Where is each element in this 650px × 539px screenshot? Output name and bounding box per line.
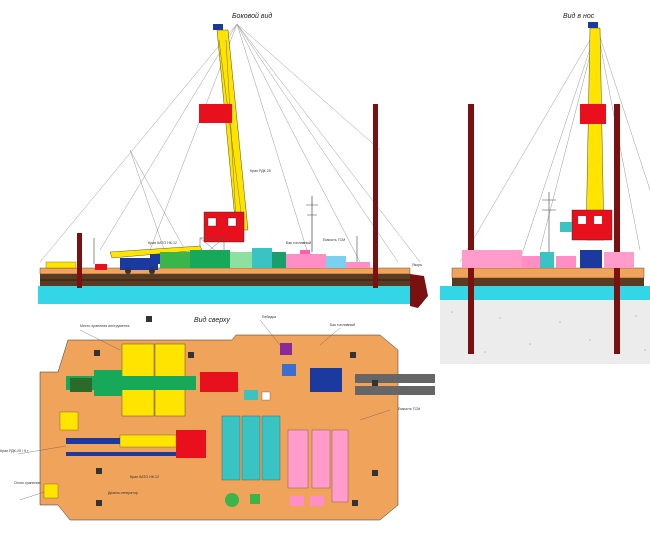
bow-pink-tank — [462, 250, 522, 268]
bottom-red-block — [176, 430, 206, 458]
top-label-0: Место хранения инструмента — [80, 324, 129, 328]
pink-tank-2 — [311, 429, 331, 489]
bow-anchor — [410, 274, 428, 308]
green-reel — [225, 493, 239, 507]
cyan-tank-2 — [241, 415, 261, 481]
top-label-3: Бак топливный — [330, 323, 355, 327]
top-label-1: Кран РДК-25 / 9 т — [0, 449, 29, 453]
bow-water — [440, 286, 650, 300]
bow-truck — [580, 250, 602, 268]
bow-counterweight — [580, 104, 606, 124]
top-annotations: Место хранения инструмента Кран РДК-25 /… — [0, 315, 420, 501]
red-crane-block — [200, 372, 238, 392]
pink-tank-1 — [287, 429, 309, 489]
crane-cab — [203, 211, 245, 243]
water — [38, 286, 422, 304]
side-deck-equipment: Бак топливный Емкость ГСМ Якорь — [45, 196, 422, 269]
truck-body — [120, 258, 158, 270]
bow-pile-left — [468, 104, 474, 354]
crane-tower: Кран РДК 25 — [199, 24, 271, 259]
bow-view: Вид в нос — [440, 12, 650, 364]
side-label-gsm: Емкость ГСМ — [323, 238, 345, 242]
top-label-6: Отсек хранения — [14, 481, 41, 485]
pile-left — [77, 233, 82, 288]
top-label-2: Лебедка — [262, 315, 276, 319]
counterweight-block — [199, 104, 232, 123]
track-upper — [355, 374, 435, 383]
pink-tank-3 — [331, 429, 349, 503]
cyan-tank-3 — [261, 415, 281, 481]
crane-tower-label: Кран РДК 25 — [250, 169, 271, 173]
truck-crane-label: Кран КАТО НК-12 — [148, 241, 177, 245]
side-view-title: Боковой вид — [232, 12, 272, 20]
track-lower — [355, 386, 435, 395]
blue-block — [310, 368, 342, 392]
anchor-label: Якорь — [412, 263, 422, 267]
bow-hull — [452, 278, 644, 286]
bow-crane-cab — [571, 209, 613, 241]
winches — [94, 316, 378, 506]
seabed-texture — [451, 311, 646, 353]
top-label-5: Дизель-генератор — [108, 491, 138, 495]
top-label-4: Емкость ГСМ — [398, 407, 420, 411]
side-view: Боковой вид — [38, 12, 428, 308]
truck-crane: Кран КАТО НК-12 — [95, 241, 203, 274]
top-label-7: Кран КАТО НК-12 — [130, 475, 159, 479]
pile-right — [373, 104, 378, 288]
top-view: Вид сверху — [0, 315, 435, 521]
cyan-tank-1 — [221, 415, 241, 481]
bow-view-title: Вид в нос — [563, 12, 595, 20]
side-label-tank: Бак топливный — [286, 241, 311, 245]
bow-pile-right — [614, 104, 620, 354]
top-view-title: Вид сверху — [194, 316, 230, 324]
